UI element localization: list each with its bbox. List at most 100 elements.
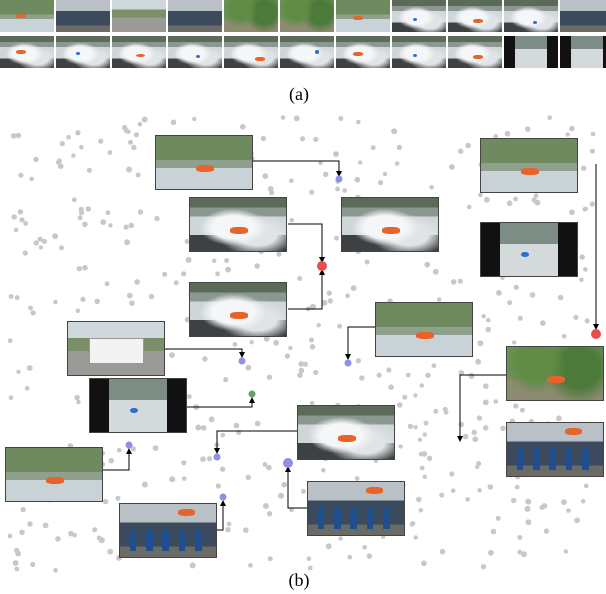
- embedding-point: [359, 375, 365, 381]
- embedding-point: [442, 406, 448, 412]
- embedding-point: [350, 285, 357, 291]
- embedding-point: [80, 296, 86, 302]
- embedding-point: [181, 476, 187, 481]
- embedding-point: [402, 394, 408, 400]
- embedding-point: [262, 173, 269, 179]
- thumb-rapids-2: [341, 197, 439, 252]
- embedding-point: [57, 163, 64, 169]
- embedding-point: [405, 372, 411, 378]
- embedding-point: [19, 529, 25, 536]
- connector-arrow: [103, 448, 132, 471]
- embedding-point: [471, 429, 477, 435]
- embedding-point: [436, 297, 442, 302]
- embedding-point: [333, 151, 339, 157]
- embedding-point: [98, 537, 105, 544]
- embedding-point: [342, 188, 348, 193]
- embedding-point: [309, 344, 316, 350]
- connector-arrow: [217, 500, 226, 531]
- film-frame: [504, 0, 558, 32]
- embedding-point: [417, 437, 423, 442]
- embedding-point: [169, 476, 176, 483]
- embedding-point: [75, 308, 81, 314]
- embedding-point: [278, 492, 284, 499]
- embedding-point: [301, 488, 306, 494]
- embedding-point: [524, 126, 531, 132]
- film-frame: [560, 0, 606, 32]
- embedding-point: [569, 209, 575, 216]
- embedding-point: [19, 217, 25, 223]
- embedding-point: [24, 385, 30, 391]
- embedding-point: [378, 180, 384, 186]
- embedding-point: [307, 565, 313, 571]
- embedding-point: [418, 507, 424, 513]
- embedding-point: [27, 521, 33, 527]
- embedding-point: [426, 455, 433, 462]
- embedding-point: [219, 466, 226, 472]
- embedding-point: [439, 548, 446, 555]
- embedding-point: [355, 358, 361, 364]
- embedding-point: [484, 196, 490, 203]
- embedding-point: [11, 214, 17, 220]
- embedding-point: [79, 144, 84, 150]
- embedding-point: [302, 361, 308, 367]
- embedding-point: [507, 300, 513, 306]
- embedding-point: [94, 298, 100, 305]
- embedding-point: [181, 460, 187, 466]
- thumb-kayak-dark: [89, 378, 187, 433]
- embedding-point: [424, 261, 431, 268]
- embedding-point: [511, 497, 517, 504]
- green-1: [248, 390, 256, 398]
- film-frame: [112, 0, 166, 32]
- embedding-point: [513, 196, 518, 202]
- embedding-point: [421, 560, 427, 567]
- embedding-point: [354, 176, 361, 183]
- embedding-point: [141, 481, 148, 488]
- embedding-point: [309, 400, 315, 406]
- embedding-point: [8, 395, 14, 401]
- embedding-point: [224, 258, 230, 263]
- embedding-point: [323, 171, 329, 177]
- embedding-point: [137, 121, 143, 127]
- embedding-point: [413, 535, 418, 540]
- embedding-point: [563, 549, 569, 554]
- embedding-point: [325, 543, 332, 550]
- embedding-point: [556, 415, 562, 422]
- embedding-point: [17, 209, 24, 215]
- embedding-point: [483, 383, 489, 390]
- embedding-point: [449, 164, 455, 170]
- embedding-point: [26, 365, 33, 371]
- embedding-point: [504, 130, 511, 137]
- embedding-point: [590, 131, 596, 137]
- film-frame: [112, 36, 166, 68]
- film-frame: [56, 36, 110, 68]
- embedding-point: [208, 416, 215, 423]
- embedding-point: [74, 394, 80, 401]
- embedding-point: [540, 320, 546, 326]
- embedding-point: [170, 119, 177, 126]
- connector-arrow: [187, 397, 255, 408]
- embedding-point: [128, 222, 135, 229]
- embedding-point: [20, 506, 26, 513]
- embedding-point: [245, 474, 251, 480]
- connector-arrow: [165, 348, 245, 358]
- embedding-point: [316, 323, 321, 328]
- embedding-point: [29, 176, 34, 182]
- film-frame: [504, 36, 558, 68]
- neighbor-1: [335, 175, 343, 183]
- embedding-point: [284, 353, 290, 359]
- embedding-point: [123, 224, 129, 230]
- film-frame: [280, 36, 334, 68]
- query-red-1: [317, 261, 327, 271]
- embedding-point: [581, 165, 587, 171]
- embedding-point: [28, 305, 33, 311]
- embedding-point: [541, 503, 548, 509]
- embedding-point: [107, 548, 114, 555]
- thumb-crowd: [119, 503, 217, 558]
- embedding-point: [517, 549, 523, 555]
- film-frame: [224, 0, 278, 32]
- embedding-point: [289, 507, 294, 513]
- connector-arrow: [288, 223, 325, 263]
- embedding-point: [30, 310, 36, 316]
- embedding-point: [356, 119, 361, 125]
- embedding-point: [280, 115, 286, 120]
